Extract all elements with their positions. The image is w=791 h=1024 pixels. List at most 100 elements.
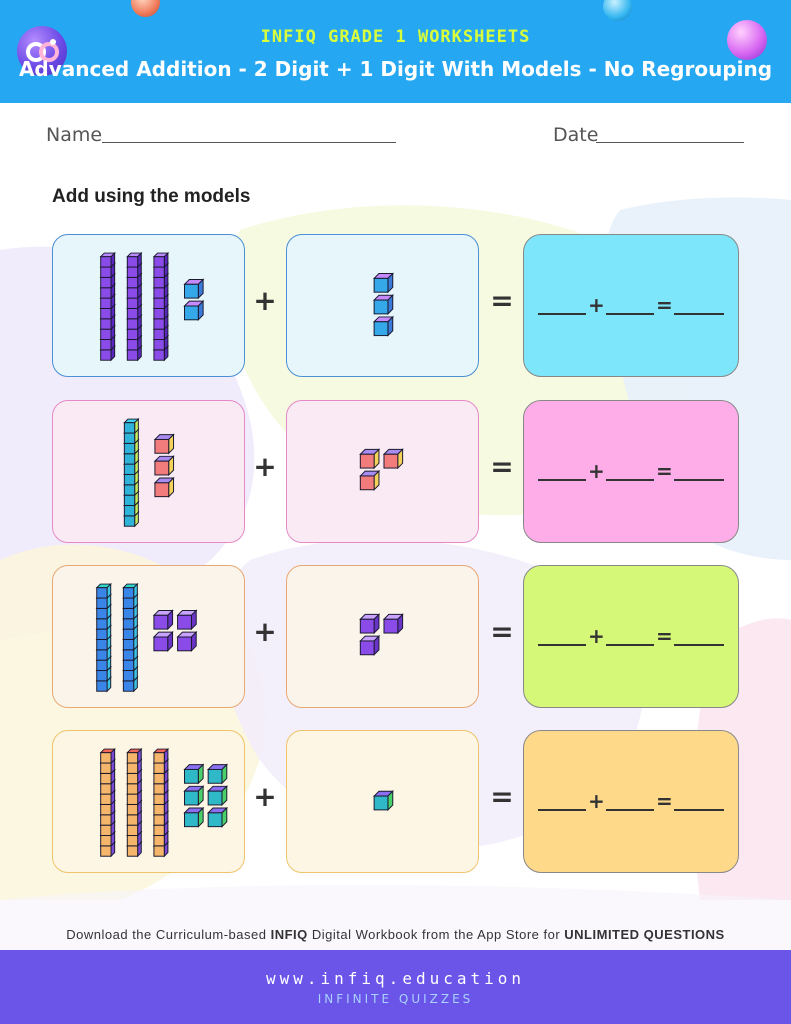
addend-2-blank[interactable]	[606, 313, 654, 315]
unit-cube	[152, 630, 174, 652]
addend-2-blank[interactable]	[606, 479, 654, 481]
unit-cube	[359, 634, 381, 656]
addend-1-blank[interactable]	[538, 313, 586, 315]
problem-row: +=+=	[0, 234, 791, 379]
ten-rod	[126, 747, 143, 858]
promo-brand: INFIQ	[270, 927, 308, 942]
tens-model-box	[52, 730, 245, 873]
answer-plus-sign: +	[588, 459, 605, 483]
answer-box: +=	[523, 400, 739, 543]
page-footer: www.infiq.education INFINITE QUIZZES	[0, 950, 791, 1024]
instruction-text: Add using the models	[52, 186, 251, 207]
unit-cube	[183, 806, 205, 828]
unit-cube	[153, 476, 175, 498]
problem-row: +=+=	[0, 400, 791, 545]
unit-cube	[153, 455, 175, 477]
unit-cube	[372, 790, 394, 812]
answer-plus-sign: +	[588, 789, 605, 813]
answer-box: +=	[523, 565, 739, 708]
tens-model-box	[52, 234, 245, 377]
ten-rod	[126, 251, 143, 362]
unit-cube	[359, 613, 381, 635]
sum-blank[interactable]	[674, 809, 724, 811]
problem-row: +=+=	[0, 565, 791, 710]
unit-cube	[382, 613, 404, 635]
plus-sign: +	[253, 284, 277, 317]
ten-rod	[152, 747, 170, 858]
rod-cube	[99, 251, 116, 269]
date-line	[596, 142, 744, 143]
promo-middle: Digital Workbook from the App Store for	[307, 927, 565, 942]
rod-cube	[152, 747, 170, 765]
unit-cube	[206, 785, 228, 807]
unit-cube	[176, 630, 198, 652]
tens-model-box	[52, 400, 245, 543]
plus-sign: +	[253, 615, 277, 648]
worksheet-title: Advanced Addition - 2 Digit + 1 Digit Wi…	[18, 57, 773, 81]
addend-1-blank[interactable]	[538, 809, 586, 811]
ones-model-box	[286, 234, 479, 377]
equals-sign: =	[490, 780, 514, 813]
unit-cube	[372, 315, 394, 337]
unit-cube	[183, 785, 205, 807]
unit-cube	[359, 448, 381, 470]
unit-cube	[152, 609, 174, 631]
infiq-logo-icon	[17, 26, 67, 76]
unit-cube	[359, 469, 381, 491]
ten-rod	[99, 251, 116, 362]
answer-box: +=	[523, 234, 739, 377]
name-line	[102, 142, 396, 143]
unit-cube	[153, 433, 175, 455]
tens-model-box	[52, 565, 245, 708]
answer-equals-sign: =	[656, 624, 673, 648]
sum-blank[interactable]	[674, 313, 724, 315]
unit-cube	[372, 272, 394, 294]
ten-rod	[99, 747, 116, 858]
unit-cube	[183, 278, 205, 300]
ones-model-box	[286, 565, 479, 708]
ones-model-box	[286, 400, 479, 543]
name-label: Name	[46, 124, 103, 146]
sum-blank[interactable]	[674, 644, 724, 646]
rod-cube	[152, 251, 170, 269]
answer-equals-sign: =	[656, 293, 673, 317]
rod-cube	[95, 582, 112, 600]
ten-rod	[152, 251, 170, 362]
website-link[interactable]: www.infiq.education	[265, 969, 526, 988]
answer-box: +=	[523, 730, 739, 873]
equals-sign: =	[490, 615, 514, 648]
addend-2-blank[interactable]	[606, 644, 654, 646]
rod-cube	[126, 251, 143, 269]
equals-sign: =	[490, 284, 514, 317]
decorative-ball	[603, 0, 632, 21]
footer-tagline: INFINITE QUIZZES	[317, 992, 474, 1006]
answer-equals-sign: =	[656, 459, 673, 483]
ten-rod	[123, 417, 140, 528]
unit-cube	[372, 294, 394, 316]
ten-rod	[122, 582, 139, 693]
ones-model-box	[286, 730, 479, 873]
equals-sign: =	[490, 450, 514, 483]
unit-cube	[183, 299, 205, 321]
answer-plus-sign: +	[588, 624, 605, 648]
addend-2-blank[interactable]	[606, 809, 654, 811]
rod-cube	[99, 747, 116, 765]
promo-text: Download the Curriculum-based INFIQ Digi…	[0, 927, 791, 942]
unit-cube	[382, 448, 404, 470]
answer-equals-sign: =	[656, 789, 673, 813]
rod-cube	[123, 417, 140, 435]
promo-prefix: Download the Curriculum-based	[66, 927, 271, 942]
page-header: INFIQ GRADE 1 WORKSHEETS Advanced Additi…	[0, 0, 791, 103]
ten-rod	[95, 582, 112, 693]
answer-plus-sign: +	[588, 293, 605, 317]
unit-cube	[206, 763, 228, 785]
plus-sign: +	[253, 780, 277, 813]
plus-sign: +	[253, 450, 277, 483]
date-label: Date	[553, 124, 599, 146]
unit-cube	[176, 609, 198, 631]
addend-1-blank[interactable]	[538, 479, 586, 481]
sum-blank[interactable]	[674, 479, 724, 481]
problem-row: +=+=	[0, 730, 791, 875]
rod-cube	[122, 582, 139, 600]
addend-1-blank[interactable]	[538, 644, 586, 646]
